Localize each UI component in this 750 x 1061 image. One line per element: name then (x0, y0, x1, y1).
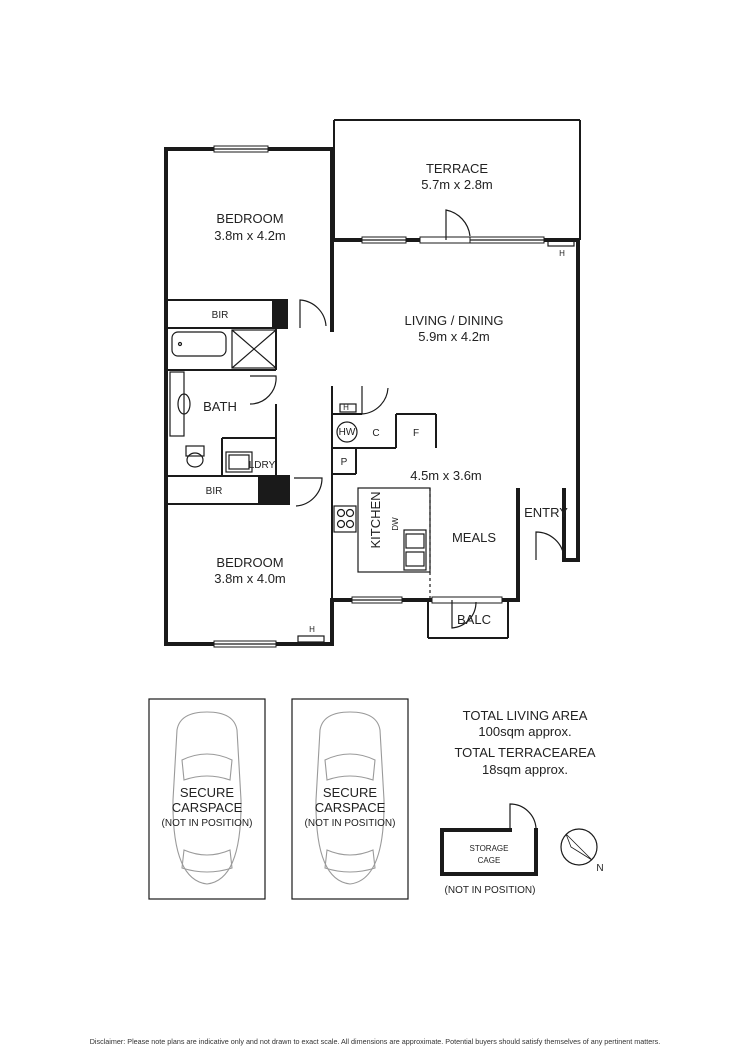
kitchen-dims: 4.5m x 3.6m (410, 468, 482, 483)
carspace1-note: (NOT IN POSITION) (162, 818, 253, 829)
terrace-name: TERRACE (426, 161, 488, 176)
carspace-1: SECURE CARSPACE (NOT IN POSITION) (148, 698, 266, 900)
bedroom2-dims: 3.8m x 4.0m (214, 571, 286, 586)
heater-label-bed2: H (309, 625, 315, 634)
bedroom2-name: BEDROOM (216, 555, 283, 570)
storage-cage: STORAGE CAGE (NOT IN POSITION) (440, 803, 538, 896)
bath-label: BATH (203, 399, 237, 414)
area-summary: TOTAL LIVING AREA 100sqm approx. TOTAL T… (454, 708, 595, 777)
storage-line2: CAGE (478, 856, 501, 865)
carspace1-line2: CARSPACE (172, 800, 243, 815)
carspace2-note: (NOT IN POSITION) (305, 818, 396, 829)
living-dims: 5.9m x 4.2m (418, 329, 490, 344)
storage-note: (NOT IN POSITION) (445, 885, 536, 896)
heater-label-hall: H (343, 403, 349, 412)
living-name: LIVING / DINING (405, 313, 504, 328)
fridge-label: F (413, 428, 419, 439)
ldry-label: LDRY (249, 460, 276, 471)
meals-label: MEALS (452, 530, 496, 545)
total-terrace-value: 18sqm approx. (482, 762, 568, 777)
north-arrow-icon: N (560, 828, 604, 874)
storage-line1: STORAGE (470, 844, 509, 853)
carspace1-line1: SECURE (180, 785, 235, 800)
carspace2-line1: SECURE (323, 785, 378, 800)
entry-label: ENTRY (524, 505, 568, 520)
car-icon (172, 711, 242, 885)
carspace2-line2: CARSPACE (315, 800, 386, 815)
total-living-label: TOTAL LIVING AREA (463, 708, 588, 723)
car-icon (315, 711, 385, 885)
hw-label: HW (339, 427, 356, 438)
cupboard-label: C (372, 428, 379, 439)
bir1-label: BIR (212, 310, 229, 321)
doors (249, 209, 575, 629)
room-labels: TERRACE 5.7m x 2.8m BEDROOM 3.8m x 4.2m … (203, 161, 568, 634)
heater-label-living: H (559, 249, 565, 258)
compass-label: N (596, 863, 603, 874)
balc-label: BALC (457, 612, 491, 627)
pantry-label: P (341, 457, 348, 468)
bir2-label: BIR (206, 486, 223, 497)
dishwasher-label: DW (391, 517, 400, 531)
bedroom1-dims: 3.8m x 4.2m (214, 228, 286, 243)
total-terrace-label: TOTAL TERRACEAREA (454, 745, 595, 760)
terrace-dims: 5.7m x 2.8m (421, 177, 493, 192)
interior-walls (168, 299, 437, 643)
bedroom1-name: BEDROOM (216, 211, 283, 226)
windows (213, 145, 545, 648)
disclaimer: Disclaimer: Please note plans are indica… (90, 1037, 661, 1046)
kitchen-name: KITCHEN (368, 491, 383, 548)
total-living-value: 100sqm approx. (478, 724, 571, 739)
carspace-2: SECURE CARSPACE (NOT IN POSITION) (291, 698, 409, 900)
